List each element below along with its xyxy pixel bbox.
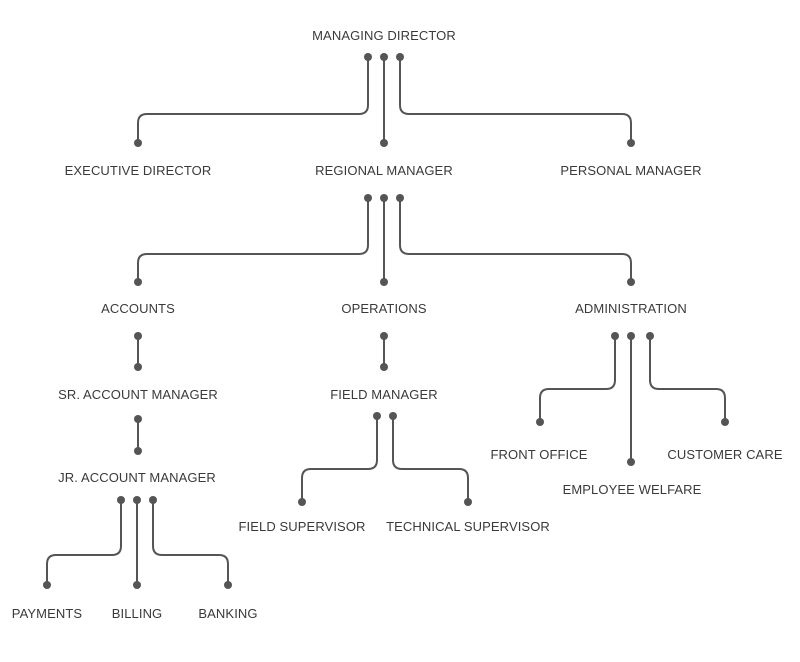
connector-jr-banking bbox=[152, 499, 229, 586]
connector-dot bbox=[134, 139, 142, 147]
connector-dot bbox=[364, 194, 372, 202]
connector-dot bbox=[133, 581, 141, 589]
connector-dot bbox=[134, 363, 142, 371]
node-regional-manager: REGIONAL MANAGER bbox=[315, 163, 453, 178]
connector-dot bbox=[627, 332, 635, 340]
connector-dot bbox=[43, 581, 51, 589]
connector-dot bbox=[380, 194, 388, 202]
node-billing: BILLING bbox=[112, 606, 163, 621]
node-executive-director: EXECUTIVE DIRECTOR bbox=[65, 163, 212, 178]
connector-dot bbox=[134, 278, 142, 286]
connector-dot bbox=[380, 53, 388, 61]
connector-md-executive-director bbox=[137, 56, 369, 144]
connector-dot bbox=[380, 139, 388, 147]
connector-dot bbox=[134, 332, 142, 340]
node-operations: OPERATIONS bbox=[341, 301, 427, 316]
connector-dot bbox=[627, 139, 635, 147]
node-labels: MANAGING DIRECTOR EXECUTIVE DIRECTOR REG… bbox=[12, 28, 783, 621]
node-managing-director: MANAGING DIRECTOR bbox=[312, 28, 456, 43]
connector-dot bbox=[396, 194, 404, 202]
node-field-supervisor: FIELD SUPERVISOR bbox=[238, 519, 365, 534]
connector-dot bbox=[380, 278, 388, 286]
node-employee-welfare: EMPLOYEE WELFARE bbox=[563, 482, 702, 497]
connector-dot bbox=[134, 415, 142, 423]
connector-dot bbox=[224, 581, 232, 589]
connector-md-personal-manager bbox=[399, 56, 632, 144]
connectors bbox=[43, 53, 729, 589]
connector-jr-payments bbox=[46, 499, 122, 586]
connector-dot bbox=[389, 412, 397, 420]
connector-dot bbox=[464, 498, 472, 506]
node-front-office: FRONT OFFICE bbox=[490, 447, 587, 462]
connector-dot bbox=[721, 418, 729, 426]
connector-dot bbox=[396, 53, 404, 61]
connector-admin-front-office bbox=[539, 335, 616, 423]
connector-dot bbox=[117, 496, 125, 504]
connector-rm-accounts bbox=[137, 197, 369, 283]
connector-dot bbox=[627, 278, 635, 286]
node-accounts: ACCOUNTS bbox=[101, 301, 175, 316]
connector-dot bbox=[298, 498, 306, 506]
node-jr-account-manager: JR. ACCOUNT MANAGER bbox=[58, 470, 216, 485]
connector-dot bbox=[536, 418, 544, 426]
connector-dot bbox=[646, 332, 654, 340]
connector-dot bbox=[133, 496, 141, 504]
node-payments: PAYMENTS bbox=[12, 606, 83, 621]
connector-dot bbox=[627, 458, 635, 466]
connector-dot bbox=[380, 332, 388, 340]
node-technical-supervisor: TECHNICAL SUPERVISOR bbox=[386, 519, 550, 534]
connector-admin-customer-care bbox=[649, 335, 726, 423]
node-personal-manager: PERSONAL MANAGER bbox=[560, 163, 701, 178]
connector-rm-administration bbox=[399, 197, 632, 283]
node-banking: BANKING bbox=[198, 606, 257, 621]
node-administration: ADMINISTRATION bbox=[575, 301, 687, 316]
connector-fm-technical-supervisor bbox=[392, 415, 469, 503]
connector-dot bbox=[373, 412, 381, 420]
connector-dot bbox=[134, 447, 142, 455]
node-customer-care: CUSTOMER CARE bbox=[667, 447, 782, 462]
connector-dot bbox=[380, 363, 388, 371]
connector-dot bbox=[364, 53, 372, 61]
connector-dot bbox=[149, 496, 157, 504]
node-sr-account-manager: SR. ACCOUNT MANAGER bbox=[58, 387, 218, 402]
node-field-manager: FIELD MANAGER bbox=[330, 387, 437, 402]
connector-dot bbox=[611, 332, 619, 340]
connector-fm-field-supervisor bbox=[301, 415, 378, 503]
